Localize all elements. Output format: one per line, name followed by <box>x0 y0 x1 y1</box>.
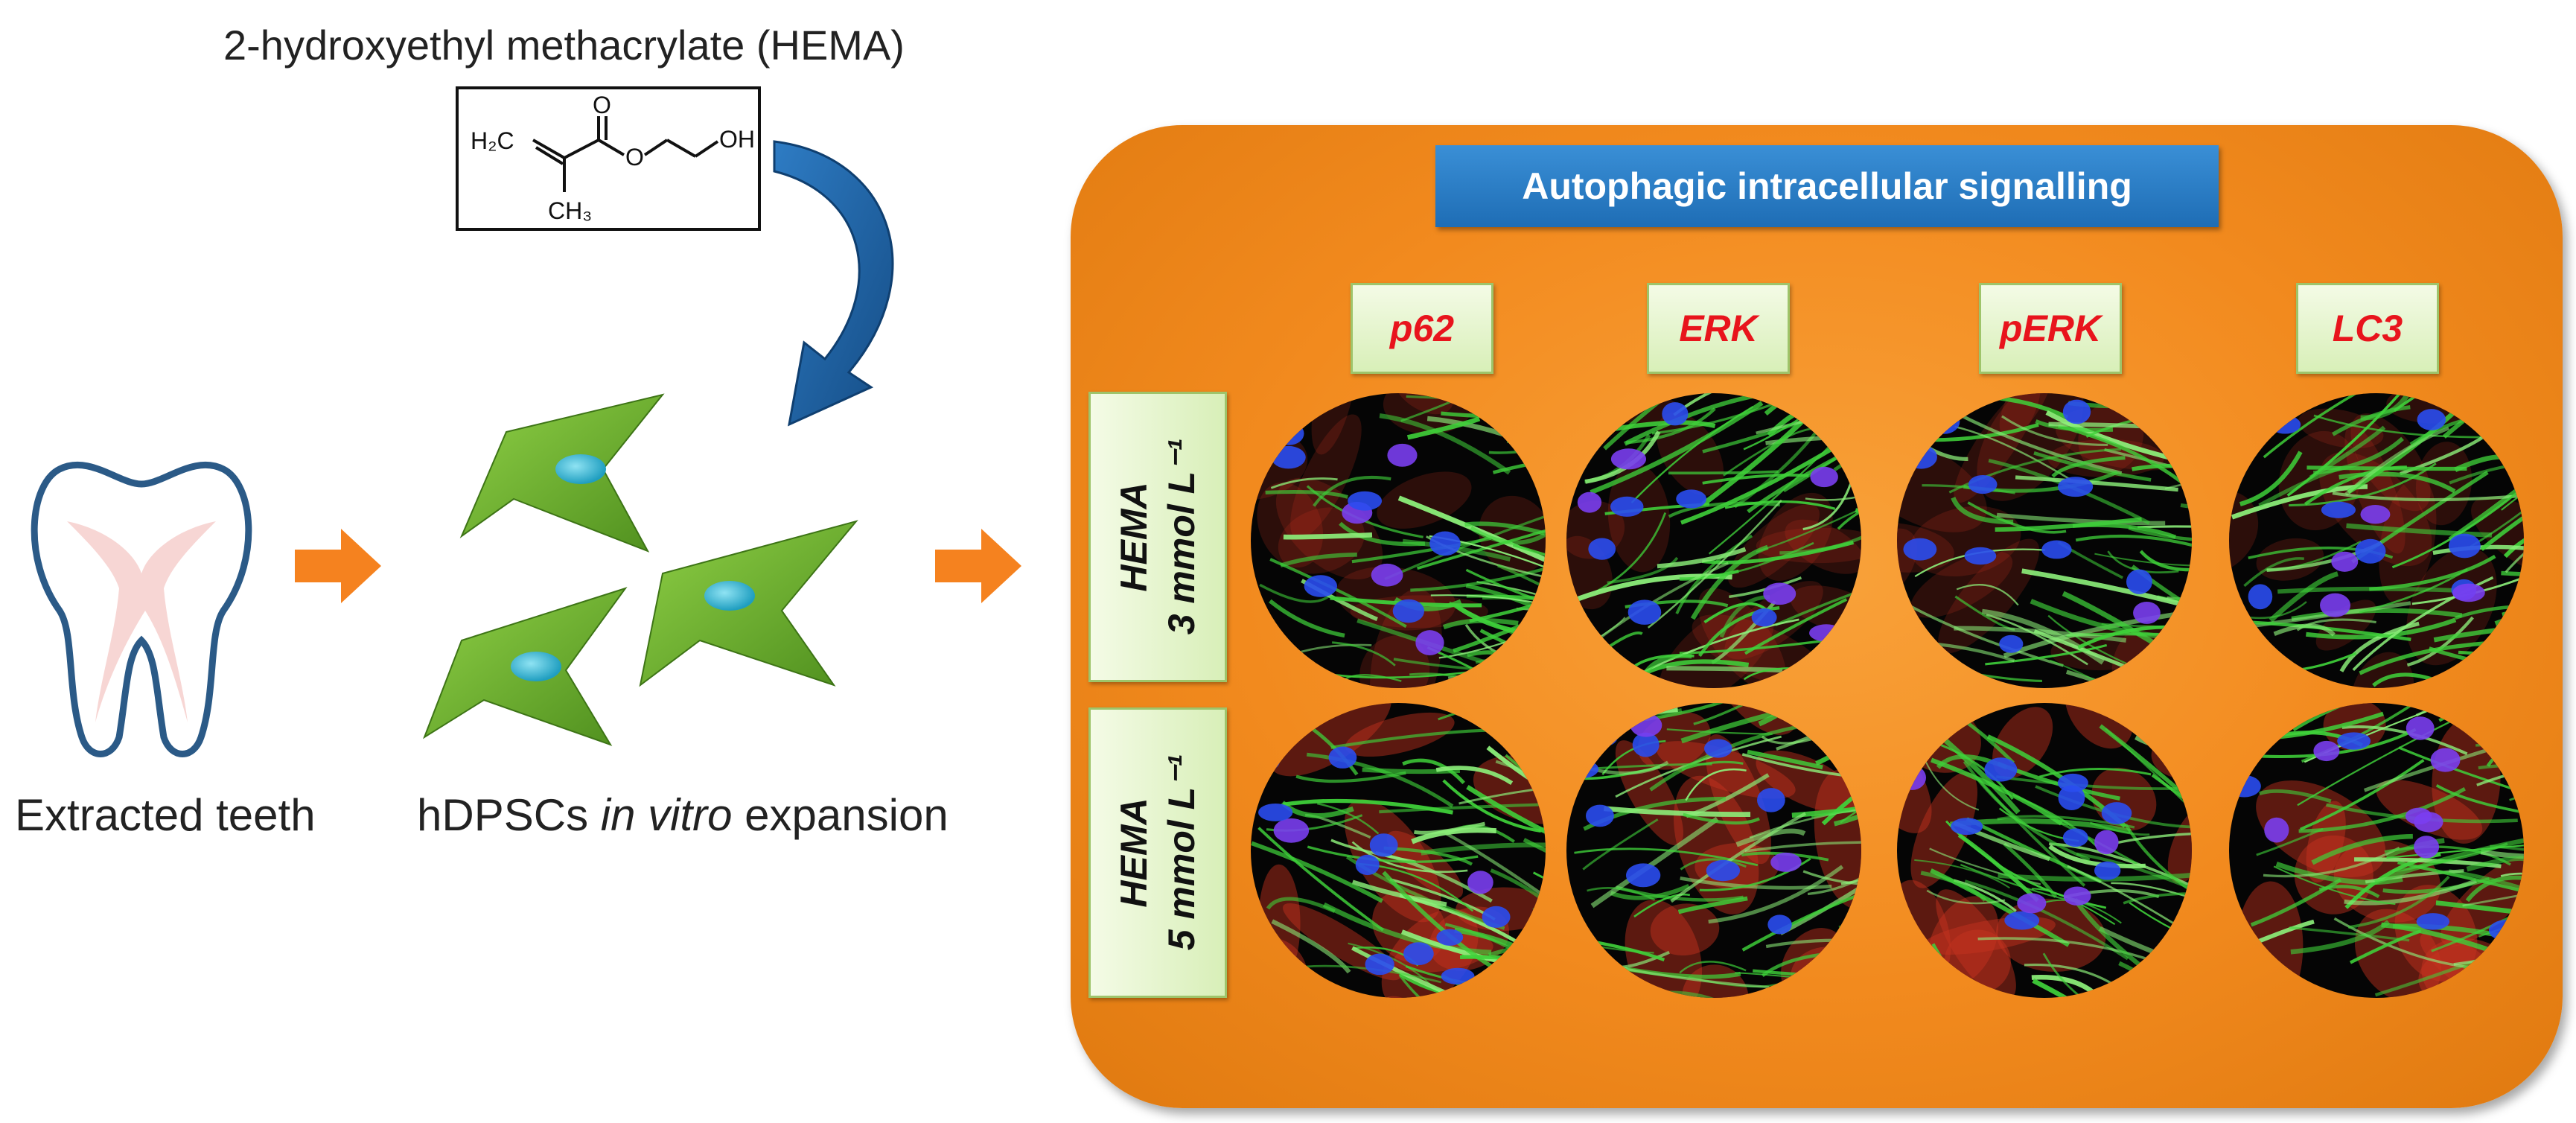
micrograph-5mmol-perk <box>1897 703 2192 998</box>
hema-structure-diagram: H₂C O O OH CH₃ <box>471 92 755 224</box>
row-agent: HEMA <box>1113 482 1155 592</box>
hdpsc-expansion-caption: hDPSCs in vitro expansion <box>417 789 949 841</box>
cell-top <box>459 393 665 553</box>
tooth-icon <box>31 462 252 757</box>
row-dose: 3 mmol L⁻¹ <box>1161 439 1202 635</box>
nucleus-icon <box>704 581 755 611</box>
micrograph-3mmol-p62 <box>1251 393 1546 688</box>
caption-suffix: expansion <box>732 790 949 840</box>
curved-arrow-icon <box>773 140 894 427</box>
column-header-p62: p62 <box>1351 283 1493 374</box>
nucleus-icon <box>511 652 561 681</box>
hema-structure-box: H₂C O O OH CH₃ <box>456 86 761 231</box>
caption-prefix: hDPSCs <box>417 790 601 840</box>
micrograph-3mmol-perk <box>1897 393 2192 688</box>
column-header-perk: pERK <box>1979 283 2122 374</box>
row-dose: 5 mmol L⁻¹ <box>1161 754 1202 951</box>
cell-bottom-right <box>639 520 858 687</box>
column-header-lc3: LC3 <box>2296 283 2439 374</box>
h2c-label: H₂C <box>471 127 514 154</box>
extracted-teeth-caption: Extracted teeth <box>15 790 316 840</box>
cell-bottom-left <box>422 587 628 746</box>
micrograph-3mmol-erk <box>1566 393 1861 688</box>
micrograph-3mmol-lc3 <box>2229 393 2524 688</box>
ester-oxygen-label: O <box>625 144 644 171</box>
row-agent: HEMA <box>1113 798 1155 908</box>
methyl-label: CH₃ <box>548 197 592 224</box>
autophagic-signalling-banner: Autophagic intracellular signalling <box>1435 145 2219 227</box>
hema-title: 2-hydroxyethyl methacrylate (HEMA) <box>223 22 905 69</box>
orange-arrow-icon <box>935 529 1021 603</box>
nucleus-icon <box>555 454 606 484</box>
micrograph-5mmol-erk <box>1566 703 1861 998</box>
micrograph-5mmol-lc3 <box>2229 703 2524 998</box>
column-header-erk: ERK <box>1647 283 1790 374</box>
caption-italic: in vitro <box>600 790 733 840</box>
carbonyl-oxygen-label: O <box>593 92 611 118</box>
cells-illustration <box>422 393 858 746</box>
orange-arrow-icon <box>295 529 381 603</box>
hydroxyl-label: OH <box>719 126 755 153</box>
micrograph-5mmol-p62 <box>1251 703 1546 998</box>
